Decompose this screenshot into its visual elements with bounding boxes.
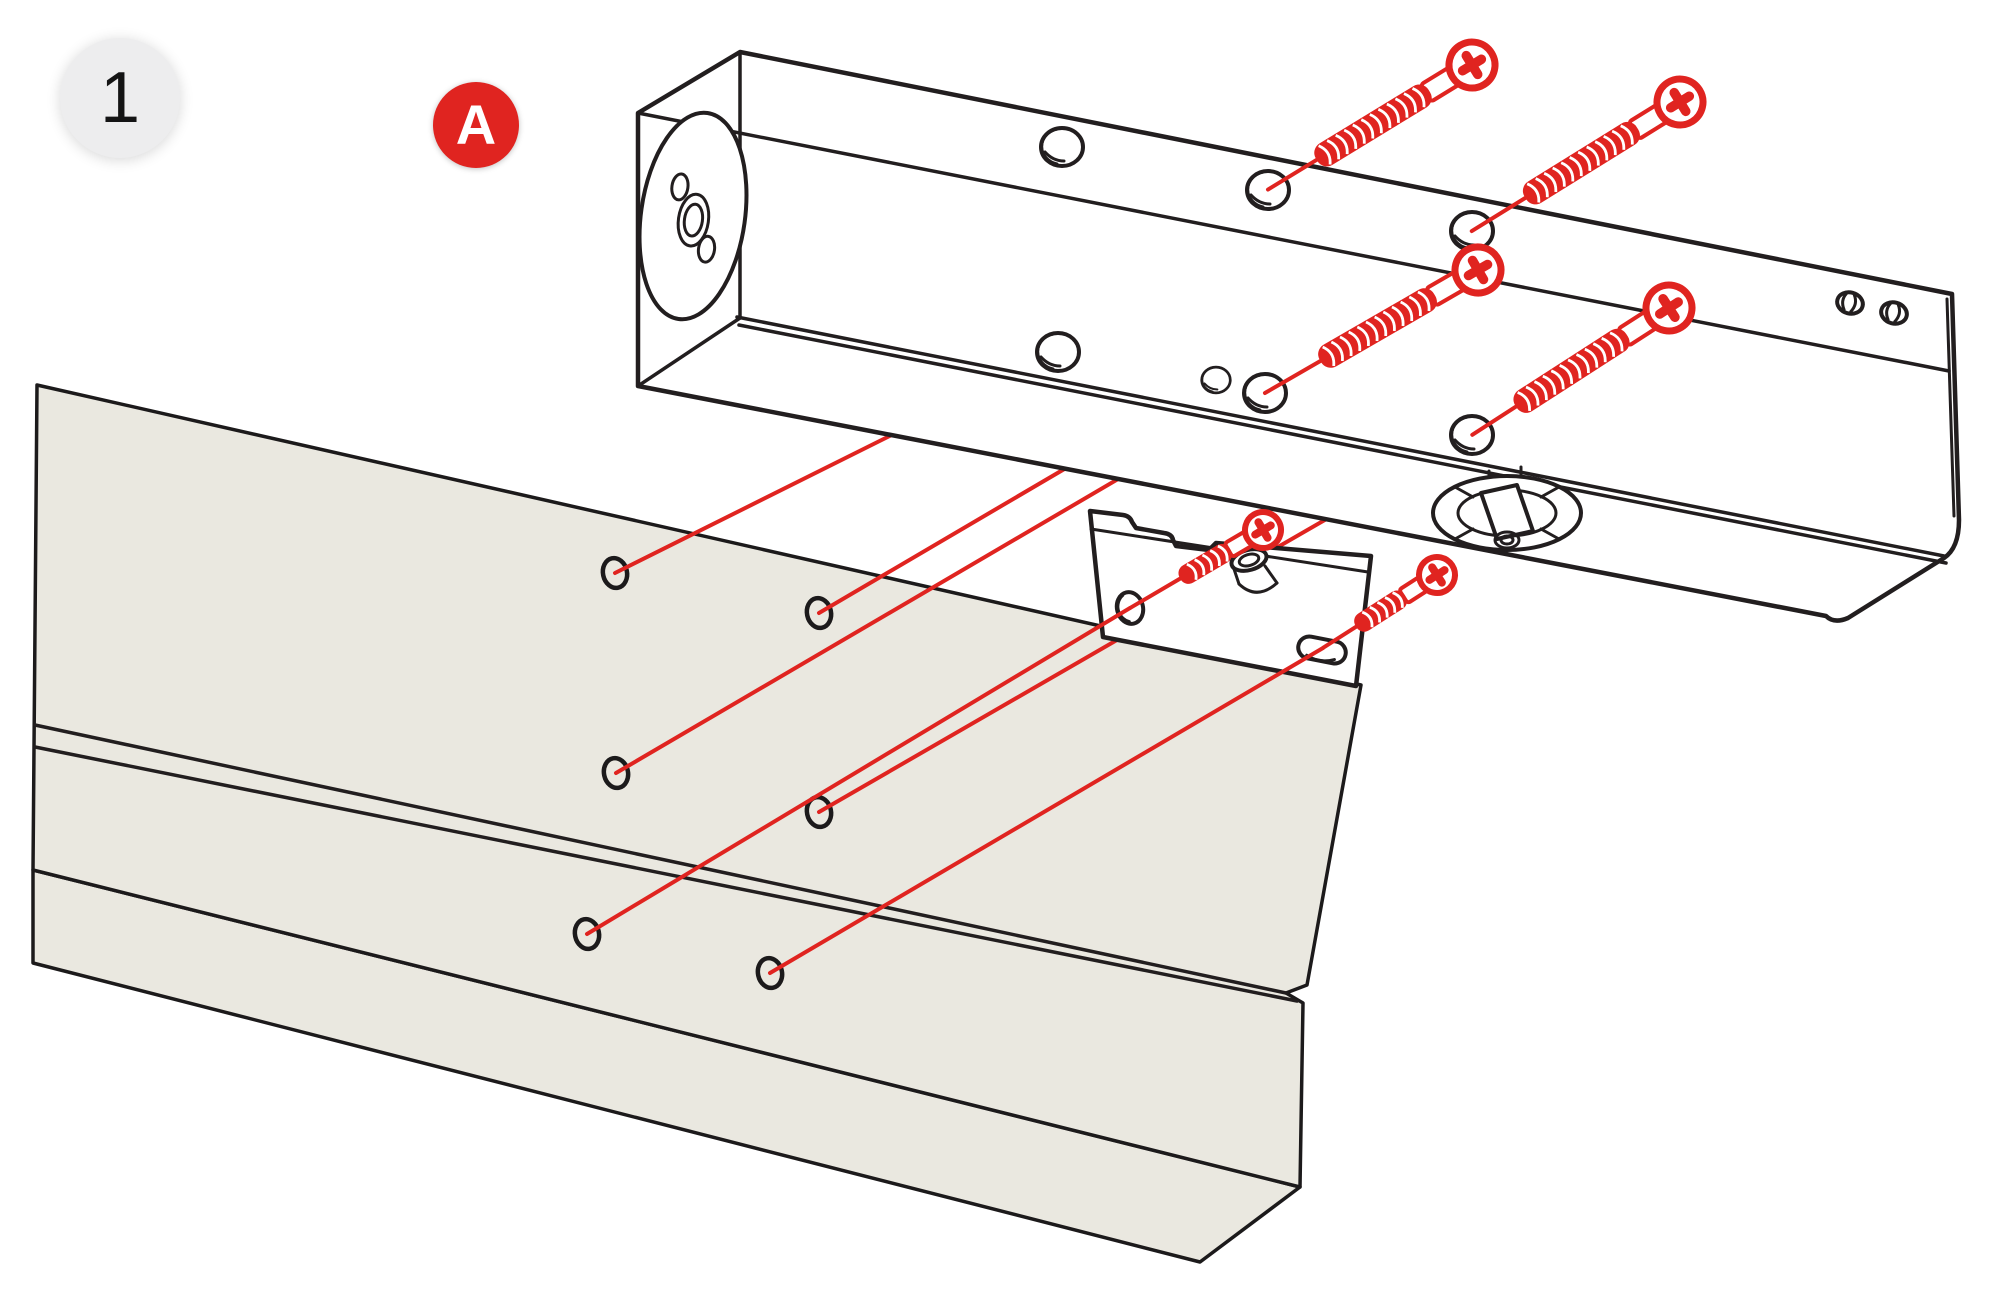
screw-bracket-2	[1321, 550, 1462, 650]
body-front-hole	[1200, 365, 1232, 395]
closer-end-cap	[637, 110, 749, 322]
pinion-spindle	[1431, 465, 1583, 552]
screw-body-3	[1262, 239, 1509, 395]
screw-body-4	[1470, 276, 1701, 437]
door-closer-body	[635, 49, 1962, 623]
panel-groove-line	[33, 723, 1288, 995]
panel-groove-line	[33, 745, 1299, 1003]
screw-body-1	[1266, 33, 1504, 192]
leader-line	[585, 606, 1132, 936]
mounting-bracket	[1087, 508, 1374, 689]
step-badge: 1	[60, 38, 180, 158]
door-panel	[31, 383, 1363, 1264]
part-label-a: A	[433, 82, 519, 168]
body-mounting-screws	[1262, 33, 1712, 437]
closer-body-silhouette	[635, 49, 1962, 623]
body-top-hole	[1039, 126, 1085, 168]
body-front-hole	[1035, 331, 1081, 373]
screw-body-2	[1469, 70, 1712, 234]
bracket-stud	[1229, 547, 1279, 594]
screw-bracket-1	[1128, 505, 1288, 610]
door-panel-front-face	[31, 383, 1363, 1189]
step-number: 1	[99, 58, 141, 138]
leader-line	[768, 646, 1325, 975]
bracket-mounting-screws	[1128, 505, 1462, 650]
part-label-letter: A	[455, 93, 497, 156]
